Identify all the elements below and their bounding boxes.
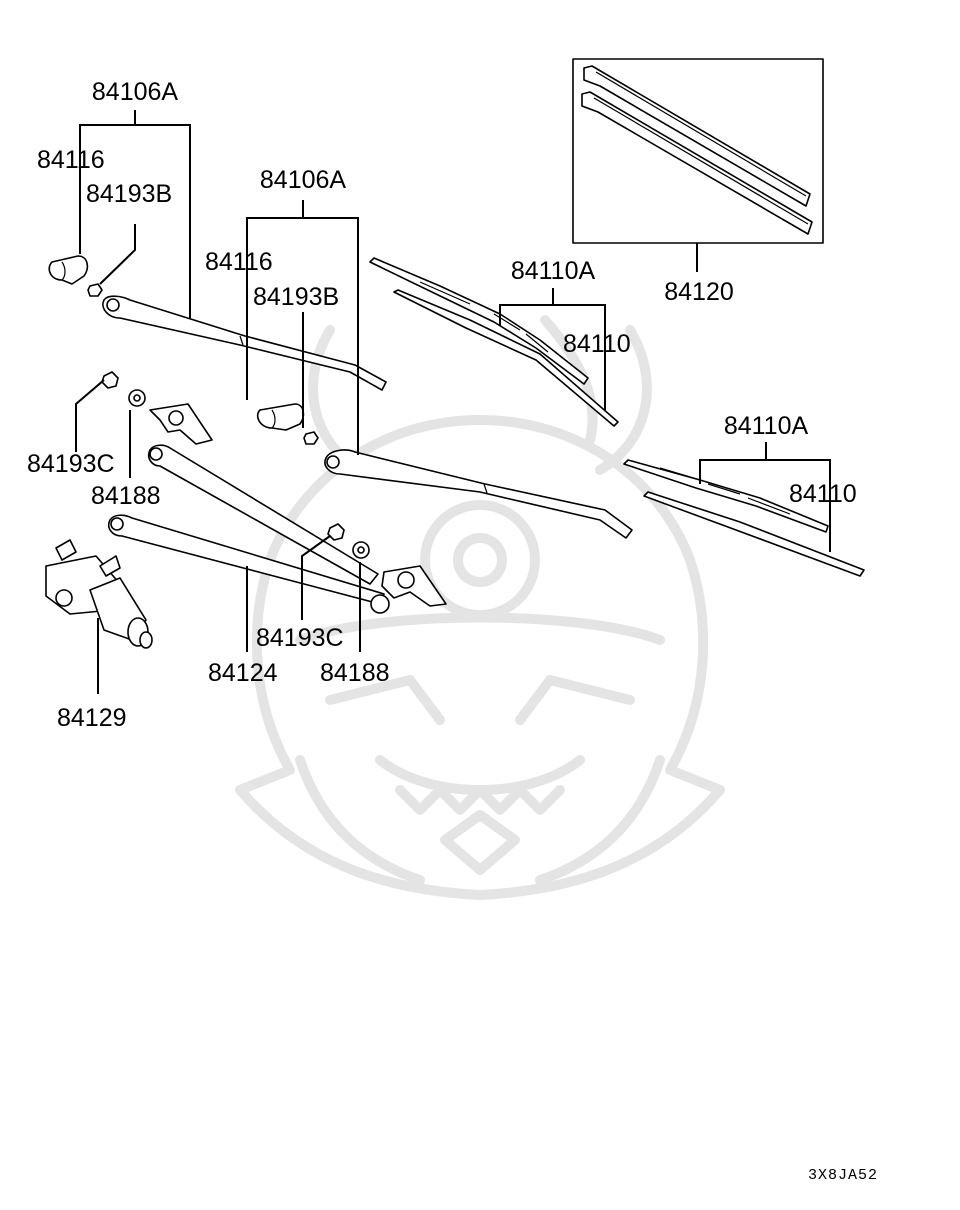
label-right-arm-cap[interactable]: 84116 — [205, 248, 273, 276]
diagram-code: 3X8JA52 — [808, 1167, 878, 1184]
linkage-assembly — [107, 403, 447, 614]
label-right-pivot-nut[interactable]: 84193C — [256, 624, 344, 652]
right-pivot-washer — [352, 541, 370, 559]
label-left-pivot-nut[interactable]: 84193C — [27, 450, 115, 478]
left-arm-cap — [48, 255, 89, 285]
label-refill-kit[interactable]: 84120 — [664, 278, 734, 306]
label-right-blade[interactable]: 84110 — [789, 480, 857, 508]
part-labels: 84106A 84116 84193B 84106A 84116 84193B … — [27, 78, 878, 1184]
label-right-pivot-washer[interactable]: 84188 — [320, 659, 390, 687]
left-arm-nut — [87, 283, 103, 297]
samurai-watermark-logo — [235, 315, 725, 900]
label-center-blade[interactable]: 84110 — [563, 330, 631, 358]
label-center-blade-assy[interactable]: 84110A — [511, 257, 596, 285]
leader-lines — [75, 110, 831, 694]
label-linkage[interactable]: 84124 — [208, 659, 278, 687]
left-pivot-nut — [101, 371, 119, 389]
right-wiper-arm — [324, 449, 633, 539]
label-right-blade-assy[interactable]: 84110A — [724, 412, 809, 440]
label-left-arm-cap[interactable]: 84116 — [37, 146, 105, 174]
label-left-arm-nut[interactable]: 84193B — [86, 180, 172, 208]
right-pivot-nut — [327, 523, 345, 541]
left-wiper-arm — [102, 295, 387, 391]
refill-kit — [572, 58, 824, 244]
label-left-pivot-washer[interactable]: 84188 — [91, 482, 161, 510]
label-right-arm-nut[interactable]: 84193B — [253, 283, 339, 311]
label-motor[interactable]: 84129 — [57, 704, 127, 732]
center-wiper-blade — [369, 257, 619, 427]
left-pivot-washer — [128, 389, 146, 407]
right-arm-nut — [303, 431, 319, 445]
right-arm-cap — [256, 403, 305, 431]
label-left-arm-assy[interactable]: 84106A — [92, 78, 179, 106]
label-right-arm-assy[interactable]: 84106A — [260, 166, 347, 194]
right-wiper-blade — [623, 459, 865, 577]
wiper-motor — [45, 539, 153, 649]
